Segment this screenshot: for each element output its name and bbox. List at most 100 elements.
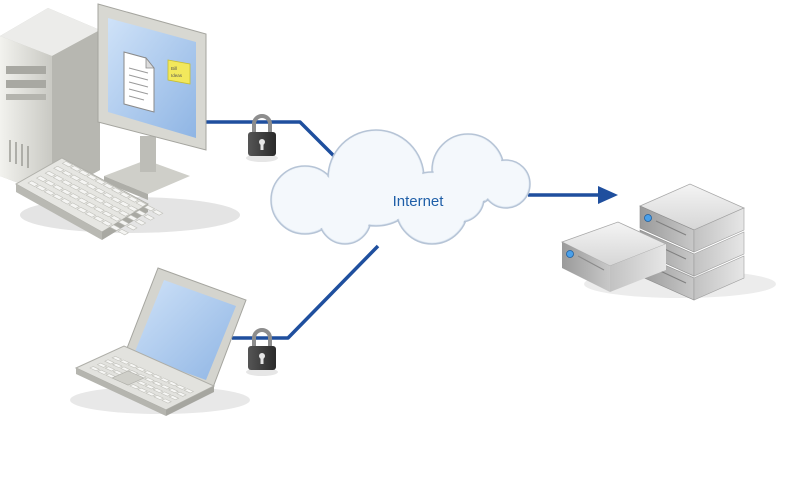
- laptop-key: [127, 363, 139, 369]
- keyboard-key: [110, 187, 123, 194]
- laptop-key: [112, 362, 123, 368]
- keyboard-key: [69, 165, 82, 172]
- keyboard-key: [101, 220, 113, 227]
- keyboard-key: [85, 192, 98, 200]
- keyboard-key: [51, 193, 64, 201]
- laptop-key: [161, 398, 172, 404]
- keyboard-key: [85, 202, 97, 209]
- laptop-key: [143, 370, 155, 376]
- keyboard-key: [78, 169, 90, 177]
- arrow-icon: [598, 186, 618, 204]
- laptop-key: [144, 377, 155, 383]
- sticky-note-line-2: Ideas: [171, 73, 183, 78]
- keyboard-key: [76, 197, 89, 204]
- keyboard-key: [53, 165, 65, 173]
- padlock-icon: [246, 328, 278, 376]
- laptop-to-cloud-line: [232, 244, 380, 340]
- laptop-key: [151, 373, 163, 379]
- server-unit-side: [693, 255, 745, 301]
- server-slot: [655, 220, 687, 236]
- server-icon: [560, 183, 776, 301]
- laptop-key: [159, 377, 171, 383]
- keyboard-key: [35, 184, 48, 192]
- connector-lines: [204, 120, 618, 340]
- laptop-key: [160, 391, 172, 397]
- keyboard-key: [119, 191, 131, 199]
- keyboard-key: [77, 179, 90, 186]
- keyboard-key: [118, 210, 130, 217]
- keyboard-key: [151, 209, 164, 216]
- keyboard-key: [61, 160, 74, 168]
- laptop-key: [89, 366, 100, 372]
- keyboard-key: [61, 170, 73, 177]
- laptop-key: [137, 387, 148, 393]
- keyboard-key: [102, 192, 114, 199]
- keyboard-key: [93, 206, 105, 213]
- keyboard-key: [68, 202, 80, 209]
- keyboard-key: [52, 175, 65, 182]
- keyboard-key: [68, 193, 81, 200]
- desktop-to-cloud-line: [204, 120, 338, 160]
- keyboard-key: [92, 215, 105, 223]
- keyboard-key: [86, 174, 98, 181]
- cloud-label: Internet: [393, 193, 445, 210]
- keyboard-key: [110, 196, 123, 203]
- keyboard-key: [69, 174, 82, 181]
- keyboard-key: [60, 179, 73, 186]
- laptop-key: [120, 366, 131, 372]
- keyboard-key: [43, 189, 56, 196]
- server-unit-side: [693, 231, 745, 277]
- laptop-key: [145, 391, 156, 397]
- cloud-icon: Internet: [270, 129, 531, 245]
- laptop-key: [129, 384, 140, 390]
- laptop-key: [136, 380, 148, 386]
- laptop-key: [96, 362, 108, 368]
- keyboard-key: [35, 175, 48, 182]
- laptop-key: [175, 384, 187, 390]
- keyboard-key: [117, 219, 130, 226]
- sticky-note: Bill Ideas: [167, 59, 191, 85]
- laptop-key: [111, 355, 123, 361]
- keyboard-key: [44, 170, 57, 178]
- desktop-computer-icon: Bill Ideas: [0, 3, 240, 240]
- laptop-key: [104, 366, 116, 372]
- keyboard-key: [52, 184, 64, 191]
- keyboard-key: [135, 209, 147, 217]
- keyboard-key: [101, 201, 114, 208]
- keyboard-key: [126, 224, 138, 231]
- keyboard-key: [76, 206, 89, 214]
- keyboard-key: [118, 201, 131, 208]
- laptop-key: [152, 387, 164, 393]
- laptop-key: [168, 395, 180, 401]
- keyboard-key: [134, 219, 147, 226]
- keyboard-key: [143, 204, 156, 212]
- keyboard-key: [27, 180, 39, 187]
- keyboard-key: [44, 180, 56, 187]
- sticky-note-line-1: Bill: [171, 66, 177, 71]
- keyboard-key: [93, 197, 106, 204]
- keyboard-key: [126, 205, 139, 212]
- laptop-key: [168, 388, 179, 394]
- keyboard-key: [110, 205, 122, 213]
- keyboard-key: [126, 214, 139, 222]
- keyboard-key: [143, 214, 155, 221]
- laptop-key: [144, 384, 156, 390]
- keyboard-icon: [14, 157, 164, 240]
- laptop-key: [152, 380, 163, 386]
- keyboard-key: [127, 196, 139, 203]
- keyboard-key: [60, 188, 73, 196]
- server-unit-side: [693, 207, 745, 253]
- laptop-key: [160, 384, 171, 390]
- laptop-key: [135, 366, 147, 372]
- laptop-key: [104, 359, 115, 365]
- server-status-light: [644, 214, 652, 222]
- laptop-key: [153, 394, 164, 400]
- keyboard-key: [117, 228, 130, 236]
- laptop-key: [97, 369, 108, 375]
- keyboard-key: [135, 200, 148, 207]
- keyboard-key: [109, 224, 121, 231]
- keyboard-key: [94, 178, 107, 185]
- keyboard-key: [109, 215, 122, 222]
